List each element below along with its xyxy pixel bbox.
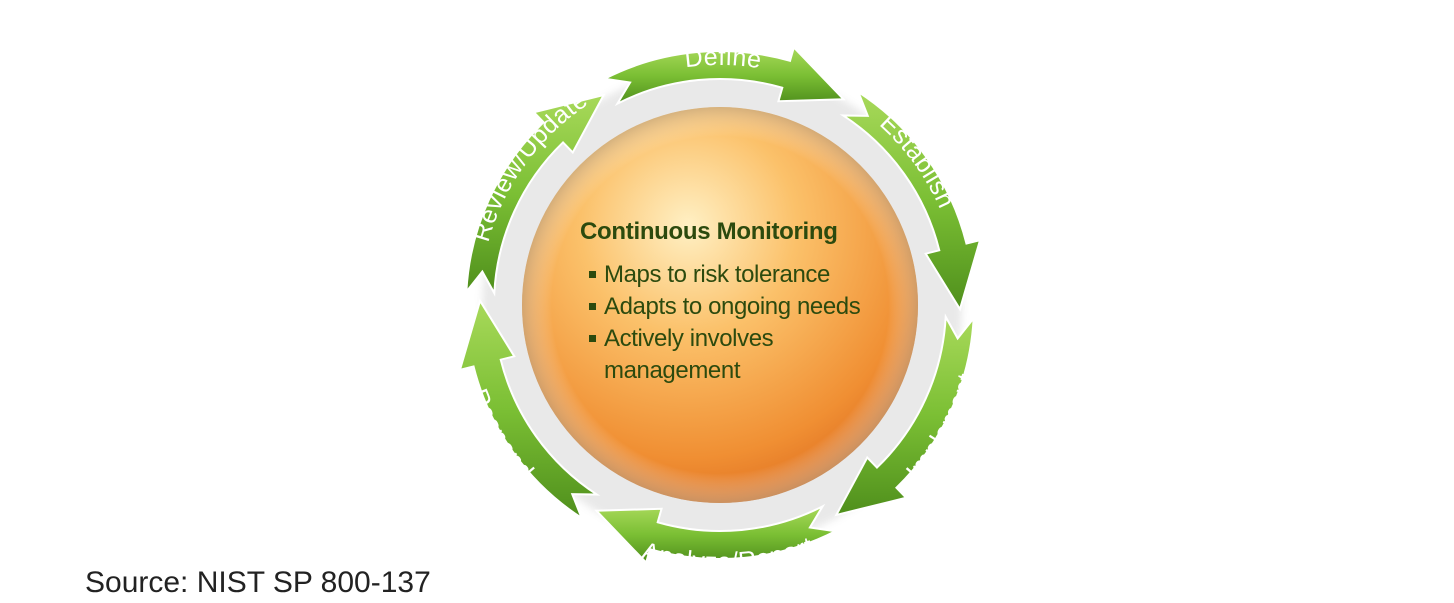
arrow-segment-review-update (465, 93, 606, 297)
source-note: Source: NIST SP 800-137 (85, 566, 431, 599)
arrow-segment-implement (834, 313, 975, 517)
step-label-define: Define (683, 43, 763, 74)
arrow-segments (458, 45, 982, 565)
center-bullet-list: Maps to risk tolerance Adapts to ongoing… (578, 259, 908, 387)
center-sphere-rim (522, 107, 918, 503)
center-title: Continuous Monitoring (580, 218, 838, 245)
arrow-segment-analyze-report (594, 503, 839, 565)
arrow-segment-define (601, 45, 846, 107)
arrow-segment-respond (458, 298, 601, 521)
center-panel: Continuous Monitoring Maps to risk toler… (578, 218, 908, 387)
bullet-item-management: Actively involves management (578, 323, 908, 387)
bullet-item-risk-tolerance: Maps to risk tolerance (578, 259, 908, 291)
bullet-item-ongoing-needs: Adapts to ongoing needs (578, 291, 908, 323)
arrow-segment-establish (839, 89, 982, 312)
step-label-define-text: Define (683, 43, 763, 74)
